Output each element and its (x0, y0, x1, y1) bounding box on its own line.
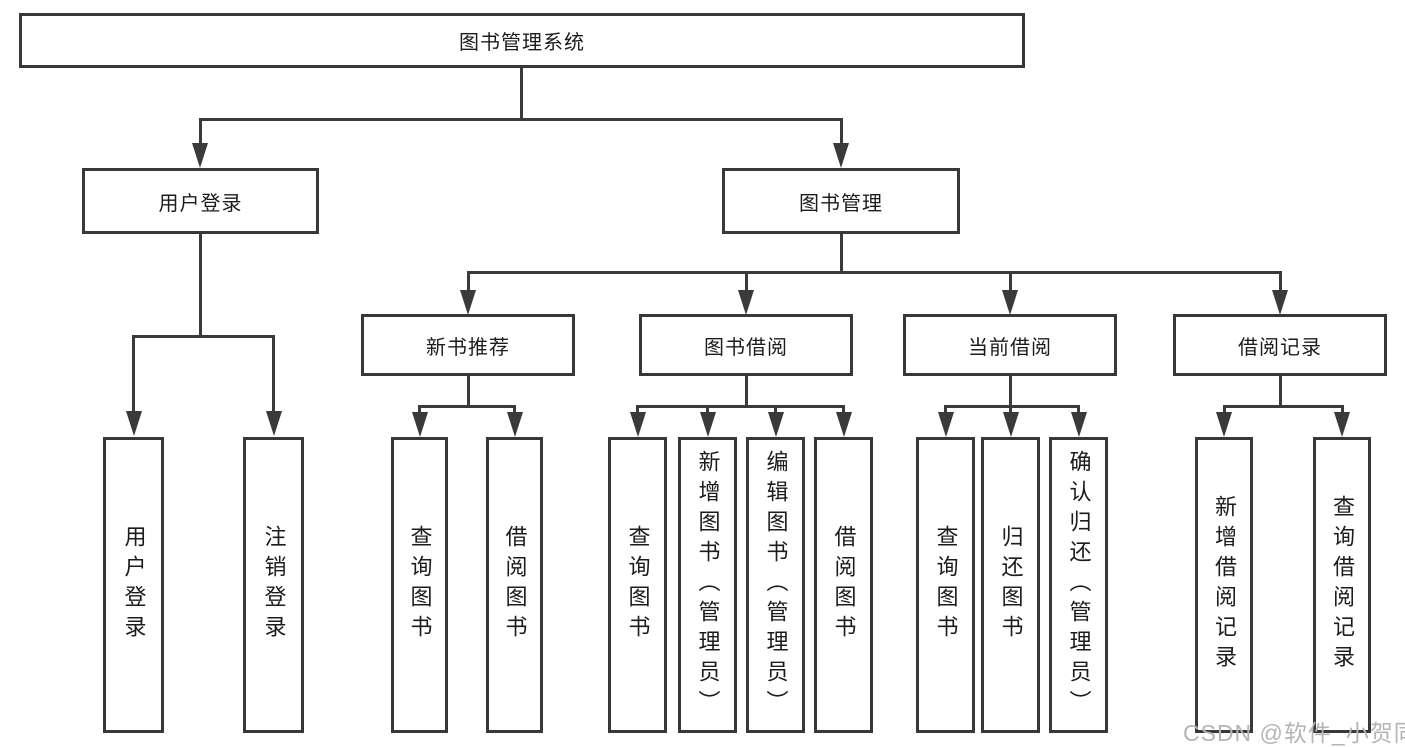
connector-group-recommend-shaft (466, 271, 470, 292)
connector-current-shaft-2 (1009, 405, 1012, 415)
arrowhead-recommend-borrow (506, 412, 523, 437)
leaf-recommend-query-books: 查询图书 (391, 437, 448, 733)
node-borrow-records: 借阅记录 (1173, 314, 1387, 376)
arrowhead-current-query (937, 412, 954, 437)
arrowhead-group-recommend (460, 290, 476, 315)
connector-group-records-shaft (1278, 271, 1282, 292)
arrowhead-book-mgmt (833, 143, 849, 168)
node-new-book-recommend: 新书推荐 (361, 314, 575, 376)
node-book-borrow: 图书借阅 (639, 314, 853, 376)
leaf-borrow-query-books: 查询图书 (608, 437, 667, 733)
connector-recommend-shaft-1 (418, 405, 421, 415)
leaf-add-borrow-record: 新增借阅记录 (1195, 437, 1253, 733)
arrowhead-current-confirm (1070, 412, 1087, 437)
connector-root-stem (520, 68, 523, 121)
connector-recommend-stem (466, 376, 470, 408)
connector-recommend-shaft-2 (513, 405, 516, 415)
arrowhead-leaf-logout (265, 411, 282, 436)
arrowhead-borrow-add (699, 412, 716, 437)
arrowhead-current-return (1002, 412, 1019, 437)
leaf-borrow-borrow-books: 借阅图书 (814, 437, 873, 733)
arrowhead-records-add (1216, 412, 1232, 437)
connector-borrow-shaft-3 (774, 405, 777, 415)
connector-borrow-shaft-2 (706, 405, 709, 415)
arrowhead-group-borrow (738, 290, 754, 315)
connector-borrow-shaft-4 (842, 405, 845, 415)
connector-recommend-rail (418, 405, 516, 408)
connector-records-stem (1278, 376, 1282, 408)
leaf-current-query-books: 查询图书 (916, 437, 975, 733)
connector-borrow-rail (636, 405, 845, 408)
leaf-edit-book-admin: 编辑图书（管理员） (746, 437, 805, 733)
arrowhead-borrow-borrow (835, 412, 852, 437)
connector-current-stem (1008, 376, 1012, 408)
arrowhead-borrow-edit (767, 412, 784, 437)
connector-group-borrow-shaft (744, 271, 748, 292)
leaf-return-book: 归还图书 (981, 437, 1040, 733)
leaf-logout: 注销登录 (243, 437, 304, 733)
connector-leaf-login-shaft (132, 335, 135, 412)
leaf-confirm-return-admin: 确认归还（管理员） (1049, 437, 1108, 733)
connector-group-current-shaft (1008, 271, 1012, 292)
node-book-management: 图书管理 (722, 168, 960, 234)
node-current-borrow: 当前借阅 (903, 314, 1117, 376)
arrowhead-group-records (1272, 290, 1288, 315)
connector-user-login-rail (132, 335, 275, 338)
arrowhead-user-login (192, 143, 208, 168)
csdn-watermark: CSDN @软件_小贺同学 (1183, 720, 1405, 746)
node-user-login: 用户登录 (82, 168, 319, 234)
connector-leaf-logout-shaft (272, 335, 275, 412)
arrowhead-group-current (1002, 290, 1018, 315)
arrowhead-leaf-login (125, 411, 142, 436)
leaf-recommend-borrow-books: 借阅图书 (486, 437, 543, 733)
arrowhead-records-query (1334, 412, 1350, 437)
connector-current-rail (944, 405, 1080, 408)
connector-root-rail (198, 118, 843, 121)
connector-borrow-shaft-1 (636, 405, 639, 415)
leaf-add-book-admin: 新增图书（管理员） (678, 437, 737, 733)
connector-book-mgmt-stem (839, 234, 843, 274)
connector-user-login-shaft (198, 118, 202, 146)
connector-records-rail (1222, 405, 1344, 408)
connector-borrow-stem (744, 376, 748, 408)
leaf-query-borrow-record: 查询借阅记录 (1313, 437, 1371, 733)
connector-current-shaft-1 (944, 405, 947, 415)
arrowhead-recommend-query (411, 412, 428, 437)
connector-records-shaft-2 (1340, 405, 1344, 415)
connector-user-login-stem (199, 234, 202, 338)
arrowhead-borrow-query (629, 412, 646, 437)
connector-book-mgmt-shaft (839, 118, 843, 146)
leaf-user-login: 用户登录 (103, 437, 164, 733)
connector-current-shaft-3 (1077, 405, 1080, 415)
connector-book-mgmt-rail (466, 271, 1282, 274)
node-root: 图书管理系统 (19, 13, 1025, 68)
connector-records-shaft-1 (1222, 405, 1226, 415)
